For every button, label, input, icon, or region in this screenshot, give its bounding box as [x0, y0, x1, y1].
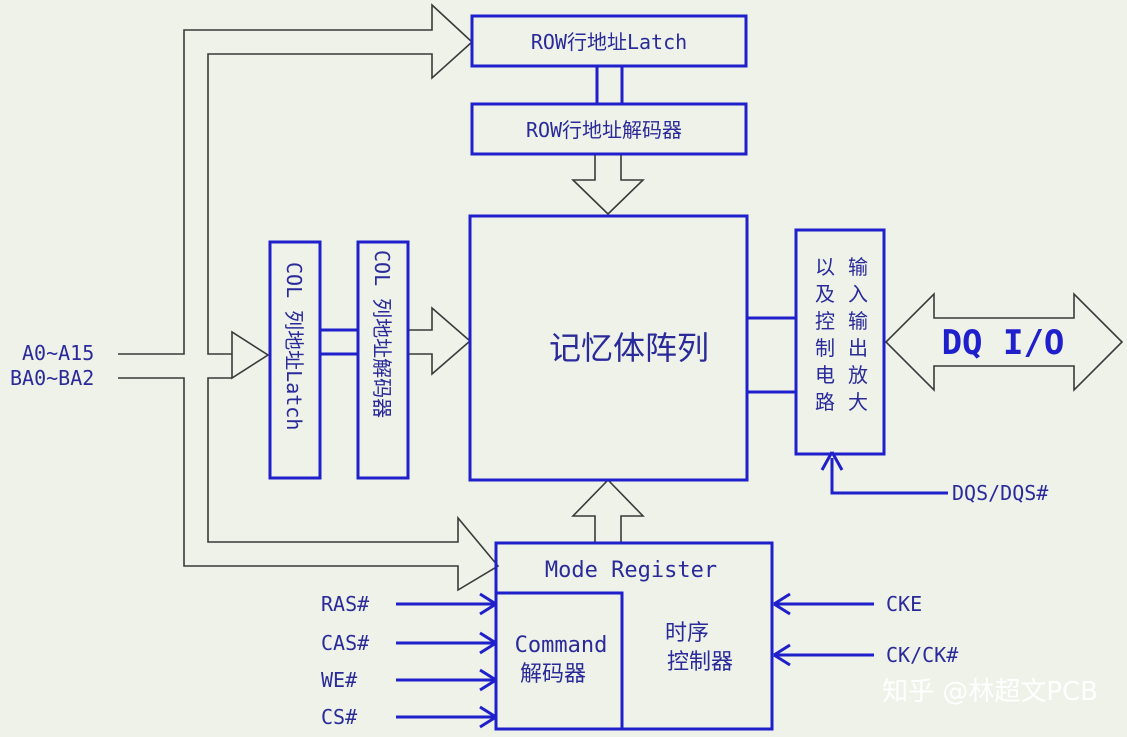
- dqs-signal-line: [830, 458, 948, 495]
- clock-signal-lines: [773, 592, 874, 667]
- row-latch-label: ROW行地址Latch: [531, 30, 687, 54]
- row-decoder-to-array-arrow: [571, 154, 645, 216]
- ck-signal-label: CK/CK#: [886, 643, 958, 667]
- address-signal-label: A0~A15: [22, 341, 94, 365]
- cas-signal-label: CAS#: [321, 631, 369, 655]
- row-address-latch-block: [470, 14, 748, 68]
- io-control-char: 以: [815, 255, 835, 279]
- timing-controller-label-line1: 时序: [665, 621, 709, 646]
- address-bus-to-mode-register-arrow: [118, 377, 500, 592]
- watermark-text: 知乎 @林超文PCB: [882, 677, 1098, 707]
- cke-signal-label: CKE: [886, 592, 922, 616]
- command-signal-lines: [396, 592, 497, 729]
- cs-signal-label: CS#: [321, 705, 357, 729]
- io-amplifier-char: 输: [848, 309, 868, 333]
- io-control-char: 路: [815, 390, 835, 414]
- command-decoder-label-line1: Command: [515, 633, 608, 658]
- dq-io-label: DQ I/O: [942, 323, 1065, 363]
- io-amplifier-char: 大: [848, 390, 868, 414]
- memory-array-label: 记忆体阵列: [549, 329, 709, 367]
- io-control-char: 控: [815, 309, 835, 333]
- memory-array-block: [468, 214, 749, 482]
- dqs-signal-label: DQS/DQS#: [952, 481, 1048, 505]
- timing-controller-label-line2: 控制器: [667, 650, 733, 675]
- col-address-latch-block: [268, 240, 322, 480]
- row-address-decoder-block: [470, 102, 748, 156]
- command-decoder-label-line2: 解码器: [520, 662, 586, 687]
- io-amplifier-char: 放: [848, 363, 868, 387]
- col-latch-label: COL 列地址Latch: [282, 262, 306, 430]
- col-address-decoder-block: [356, 240, 410, 480]
- io-amplifier-char: 输: [848, 255, 868, 279]
- io-amplifier-control-block: [794, 228, 886, 456]
- address-bus-to-row-latch-arrow: [118, 3, 474, 380]
- mode-register-to-array-arrow: [571, 478, 645, 542]
- row-decoder-label: ROW行地址解码器: [526, 118, 682, 142]
- bank-address-signal-label: BA0~BA2: [10, 366, 94, 390]
- col-decoder-label: COL 列地址解码器: [370, 250, 394, 418]
- we-signal-label: WE#: [321, 668, 357, 692]
- ras-signal-label: RAS#: [321, 592, 369, 616]
- io-amplifier-char: 入: [848, 282, 868, 306]
- io-amplifier-char: 出: [848, 336, 868, 360]
- dq-io-double-arrow: [884, 292, 1124, 392]
- io-control-char: 制: [815, 336, 835, 360]
- io-control-char: 及: [815, 282, 835, 306]
- command-decoder-block: [494, 591, 624, 731]
- mode-register-label: Mode Register: [545, 558, 717, 583]
- col-decoder-to-array-arrow: [409, 306, 472, 376]
- io-control-char: 电: [815, 363, 835, 387]
